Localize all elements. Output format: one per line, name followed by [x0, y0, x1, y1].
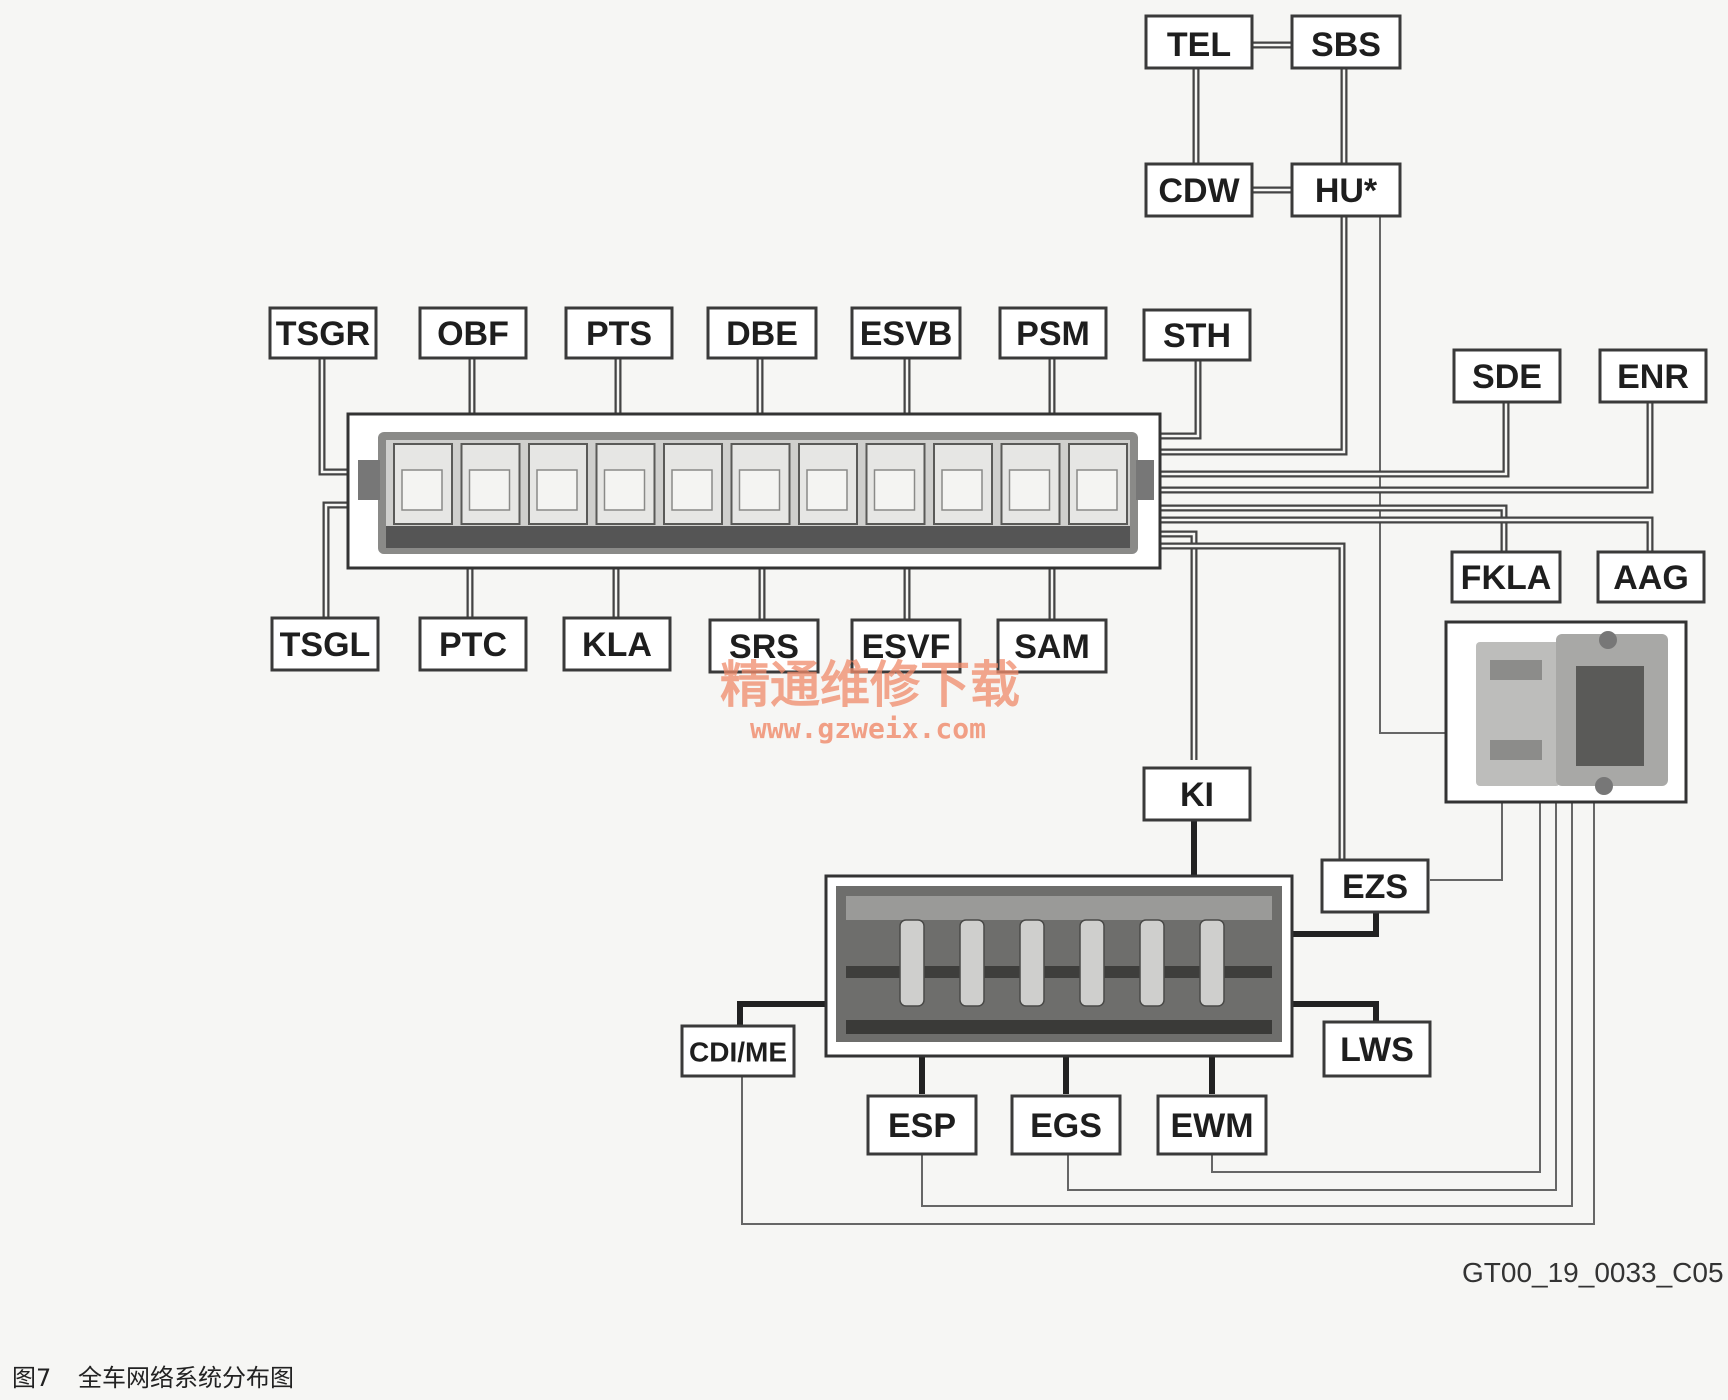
node-ewm: EWM — [1156, 1094, 1268, 1156]
connector-socket — [1008, 469, 1051, 511]
connector-socket — [468, 469, 511, 511]
svg-text:ENR: ENR — [1617, 358, 1689, 396]
svg-text:CDI/ME: CDI/ME — [689, 1037, 787, 1068]
fuse-slot — [1139, 919, 1165, 1007]
connector-socket — [536, 469, 578, 511]
node-srs: SRS — [708, 618, 820, 674]
svg-text:SRS: SRS — [729, 628, 799, 666]
connector-socket — [671, 469, 713, 511]
node-esvf: ESVF — [850, 618, 962, 674]
node-pts: PTS — [564, 306, 674, 360]
node-fkla: FKLA — [1450, 550, 1562, 604]
node-cdw: CDW — [1144, 162, 1254, 218]
fuse-slot — [959, 919, 985, 1007]
node-cdi-me: CDI/ME — [680, 1024, 796, 1078]
connector-socket — [873, 469, 916, 511]
fuse-slot — [1079, 919, 1105, 1007]
node-kla: KLA — [562, 616, 672, 672]
svg-text:DBE: DBE — [726, 315, 798, 353]
svg-text:FKLA: FKLA — [1461, 559, 1552, 597]
connector-socket — [401, 469, 443, 511]
connector-socket — [738, 469, 781, 511]
node-lws: LWS — [1322, 1020, 1432, 1078]
node-tel: TEL — [1144, 14, 1254, 70]
node-ezs: EZS — [1320, 858, 1430, 914]
figure-code: GT00_19_0033_C05 — [1462, 1257, 1724, 1288]
svg-text:CDW: CDW — [1158, 172, 1240, 210]
svg-text:OBF: OBF — [437, 315, 509, 353]
node-ptc: PTC — [418, 616, 528, 672]
caption-figure-number: 图7 — [12, 1364, 51, 1392]
fuse-slot — [1199, 919, 1225, 1007]
svg-text:KLA: KLA — [582, 626, 652, 664]
connector-socket — [603, 469, 646, 511]
svg-text:STH: STH — [1163, 317, 1231, 355]
svg-text:EGS: EGS — [1030, 1107, 1102, 1145]
connector-socket — [806, 469, 848, 511]
svg-text:ESVF: ESVF — [862, 628, 951, 666]
svg-text:PTC: PTC — [439, 626, 507, 664]
wires — [318, 41, 1654, 1225]
fuse-slot — [1019, 919, 1045, 1007]
svg-text:KI: KI — [1180, 776, 1214, 814]
node-egs: EGS — [1010, 1094, 1122, 1156]
node-aag: AAG — [1596, 550, 1706, 604]
node-enr: ENR — [1598, 348, 1708, 404]
node-sbs: SBS — [1290, 14, 1402, 70]
ecu-module — [1444, 620, 1688, 804]
svg-text:TSGR: TSGR — [276, 315, 370, 353]
svg-text:SAM: SAM — [1014, 628, 1090, 666]
node-tsgl: TSGL — [270, 616, 380, 672]
caption-title: 全车网络系统分布图 — [78, 1364, 294, 1392]
svg-text:EZS: EZS — [1342, 868, 1408, 906]
node-esvb: ESVB — [850, 306, 962, 360]
node-tsgr: TSGR — [268, 306, 378, 360]
svg-text:ESP: ESP — [888, 1107, 956, 1145]
connector-socket — [1076, 469, 1118, 511]
watermark-title: 精通维修下载 — [720, 656, 1020, 714]
svg-text:SBS: SBS — [1311, 26, 1381, 64]
node-sde: SDE — [1452, 348, 1562, 404]
svg-text:AAG: AAG — [1613, 559, 1689, 597]
svg-text:TEL: TEL — [1167, 26, 1231, 64]
node-psm: PSM — [998, 306, 1108, 360]
svg-text:HU*: HU* — [1315, 172, 1378, 210]
svg-text:ESVB: ESVB — [860, 315, 953, 353]
svg-text:PTS: PTS — [586, 315, 652, 353]
bus-module-lower — [824, 874, 1294, 1058]
node-esp: ESP — [866, 1094, 978, 1156]
node-sth: STH — [1142, 308, 1252, 362]
watermark-url: www.gzweix.com — [750, 712, 986, 745]
fuse-slot — [899, 919, 925, 1007]
node-obf: OBF — [418, 306, 528, 360]
svg-text:PSM: PSM — [1016, 315, 1090, 353]
node-sam: SAM — [996, 618, 1108, 674]
svg-text:LWS: LWS — [1340, 1031, 1414, 1069]
bus-module-upper — [346, 412, 1162, 570]
connector-socket — [941, 469, 983, 511]
node-hu: HU* — [1290, 162, 1402, 218]
node-dbe: DBE — [706, 306, 818, 360]
svg-text:SDE: SDE — [1472, 358, 1542, 396]
node-ki: KI — [1142, 766, 1252, 822]
svg-text:EWM: EWM — [1170, 1107, 1253, 1145]
svg-text:TSGL: TSGL — [280, 626, 371, 664]
